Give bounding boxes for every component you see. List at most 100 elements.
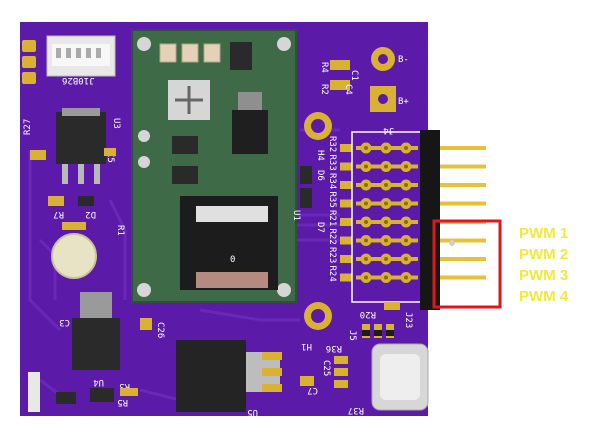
dcdc-small-ics <box>172 136 198 184</box>
header-pad-hole <box>404 201 408 206</box>
silk-r2: R2 <box>319 84 329 95</box>
header-pad-hole <box>364 164 368 169</box>
dcdc-inductor-band-top <box>196 206 268 222</box>
header-pad-hole <box>364 183 368 187</box>
header-pad-hole <box>384 201 388 206</box>
header-pad-hole <box>404 238 408 243</box>
header-pad-hole <box>364 220 368 224</box>
pin-marker <box>449 240 455 246</box>
pwm-callout-label: PWM 4 <box>519 288 569 305</box>
regulator-u3-tab <box>62 108 100 116</box>
round-component-pad <box>62 222 86 230</box>
silk-resistor-label: R23 <box>327 247 337 263</box>
header-pad-hole <box>404 146 408 150</box>
header-pin <box>440 164 486 169</box>
connector-j10-pins <box>56 48 101 58</box>
silk-r3: R3 <box>119 381 130 391</box>
dcdc-mosfet <box>232 110 268 154</box>
header-pad-hole <box>404 257 408 261</box>
header-pad-hole <box>364 146 368 150</box>
cap-c7 <box>300 376 314 386</box>
silk-c25: C25 <box>321 360 331 376</box>
silk-c7: C7 <box>307 385 318 395</box>
silk-resistor-label: R33 <box>327 155 337 171</box>
silk-h4: H4 <box>315 150 325 161</box>
silk-r20: R20 <box>360 309 376 319</box>
ic-u4 <box>90 388 114 402</box>
header-pad-hole <box>384 257 388 261</box>
usb-resistors <box>334 356 348 388</box>
usb-c-shell <box>380 354 420 400</box>
silk-r36: R36 <box>326 343 342 353</box>
silk-r1: R1 <box>115 225 125 236</box>
dcdc-module-holes <box>137 37 291 297</box>
resistor-r3 <box>120 388 138 396</box>
silk-c5: C5 <box>105 152 115 163</box>
left-edge-pads <box>22 40 36 84</box>
silk-r27: R27 <box>23 119 33 135</box>
resistor-r7 <box>48 196 64 206</box>
cap-c26 <box>140 318 152 330</box>
dcdc-top-ic <box>230 42 252 70</box>
silk-r5: R5 <box>117 397 128 407</box>
resistor-pad <box>340 199 352 208</box>
resistor-r20 <box>384 302 400 310</box>
silk-resistor-label: R32 <box>327 136 337 152</box>
resistor-r2 <box>330 80 350 90</box>
diode-bottom-left <box>56 392 76 404</box>
silk-r4: R4 <box>319 62 329 73</box>
header-pin <box>440 275 486 280</box>
header-pad-hole <box>384 146 388 150</box>
silk-u3: U3 <box>111 118 121 129</box>
header-pad-hole <box>384 183 388 187</box>
resistor-pad <box>340 273 352 282</box>
dcdc-inductor-mark <box>175 86 203 114</box>
silk-j10: J10B26 <box>62 75 95 85</box>
silk-resistor-label: R34 <box>327 173 337 189</box>
header-pad-hole <box>384 220 388 224</box>
silk-bminus: B- <box>398 55 409 65</box>
bottom-left-connector <box>28 372 40 412</box>
silk-d2: D2 <box>85 209 96 219</box>
header-pin <box>440 238 486 243</box>
header-pad-hole <box>364 257 368 261</box>
diode-d6 <box>300 166 312 184</box>
header-pad-hole <box>404 164 408 169</box>
resistor-pad <box>340 144 352 152</box>
silk-r7: R7 <box>53 209 64 219</box>
header-pad-hole <box>384 164 388 169</box>
pwm-callout-label: PWM 3 <box>519 267 568 284</box>
header-pin <box>440 146 486 150</box>
diode-d2 <box>78 196 94 206</box>
pad-left-1 <box>30 150 46 160</box>
dcdc-mosfet-tab <box>238 92 262 110</box>
power-device-u5 <box>176 340 246 412</box>
header-pad-hole <box>384 275 388 280</box>
power-device-u5-pads <box>262 352 282 392</box>
header-pad-hole <box>364 201 368 206</box>
silk-c3: C3 <box>59 317 70 327</box>
silk-r37: R37 <box>348 405 364 415</box>
silk-resistor-label: R21 <box>327 210 337 226</box>
silk-j4: J4 <box>383 125 394 135</box>
silk-c4: C4 <box>343 84 353 95</box>
silk-bplus: B+ <box>398 97 409 107</box>
header-pin <box>440 257 486 261</box>
ic-u1 <box>300 188 312 208</box>
resistor-pad <box>340 255 352 263</box>
resistor-column-pads <box>340 144 352 282</box>
silk-u1: U1 <box>291 210 301 221</box>
resistor-pad <box>340 236 352 245</box>
dcdc-module-caps <box>159 43 221 63</box>
header-pad-hole <box>404 183 408 187</box>
regulator-u3 <box>56 112 106 164</box>
regulator-u3-leads <box>62 164 100 184</box>
header-pad-hole <box>404 275 408 280</box>
regulator-lower-tab <box>80 292 112 318</box>
header-pad-hole <box>384 238 388 243</box>
resistor-r4 <box>330 60 350 70</box>
pin-header-rows <box>356 142 418 283</box>
